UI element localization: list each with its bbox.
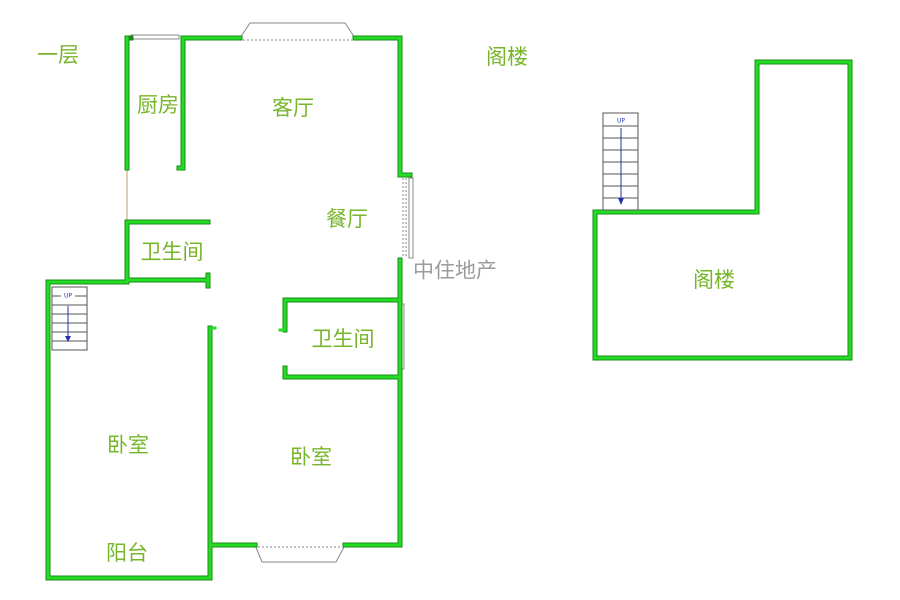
bedroom-bay-window bbox=[254, 544, 346, 563]
attic-walls bbox=[592, 59, 853, 361]
room-bedroom-2: 卧室 bbox=[290, 445, 332, 469]
stairs-up-label: UP bbox=[617, 118, 625, 125]
room-living: 客厅 bbox=[272, 96, 314, 120]
ground-floor-walls bbox=[45, 35, 413, 581]
floor-label-ground: 一层 bbox=[37, 43, 79, 67]
arrow-down-icon bbox=[65, 336, 71, 342]
room-dining: 餐厅 bbox=[326, 207, 368, 231]
stairs-attic: UP bbox=[602, 112, 639, 211]
floor-label-attic: 阁楼 bbox=[486, 45, 528, 69]
room-bath-1: 卫生间 bbox=[141, 240, 204, 264]
room-attic: 阁楼 bbox=[693, 268, 735, 292]
stairs-ground: UP bbox=[51, 286, 88, 351]
arrow-down-icon bbox=[618, 198, 624, 205]
watermark: 中住地产 bbox=[413, 259, 497, 283]
stairs-up-label: UP bbox=[64, 293, 72, 300]
room-balcony: 阳台 bbox=[106, 541, 148, 565]
kitchen-window bbox=[130, 34, 180, 40]
room-bath-2: 卫生间 bbox=[312, 327, 375, 351]
dining-window bbox=[408, 177, 414, 259]
living-bay-window bbox=[239, 22, 356, 39]
room-kitchen: 厨房 bbox=[137, 93, 179, 117]
room-bedroom-1: 卧室 bbox=[107, 433, 149, 457]
